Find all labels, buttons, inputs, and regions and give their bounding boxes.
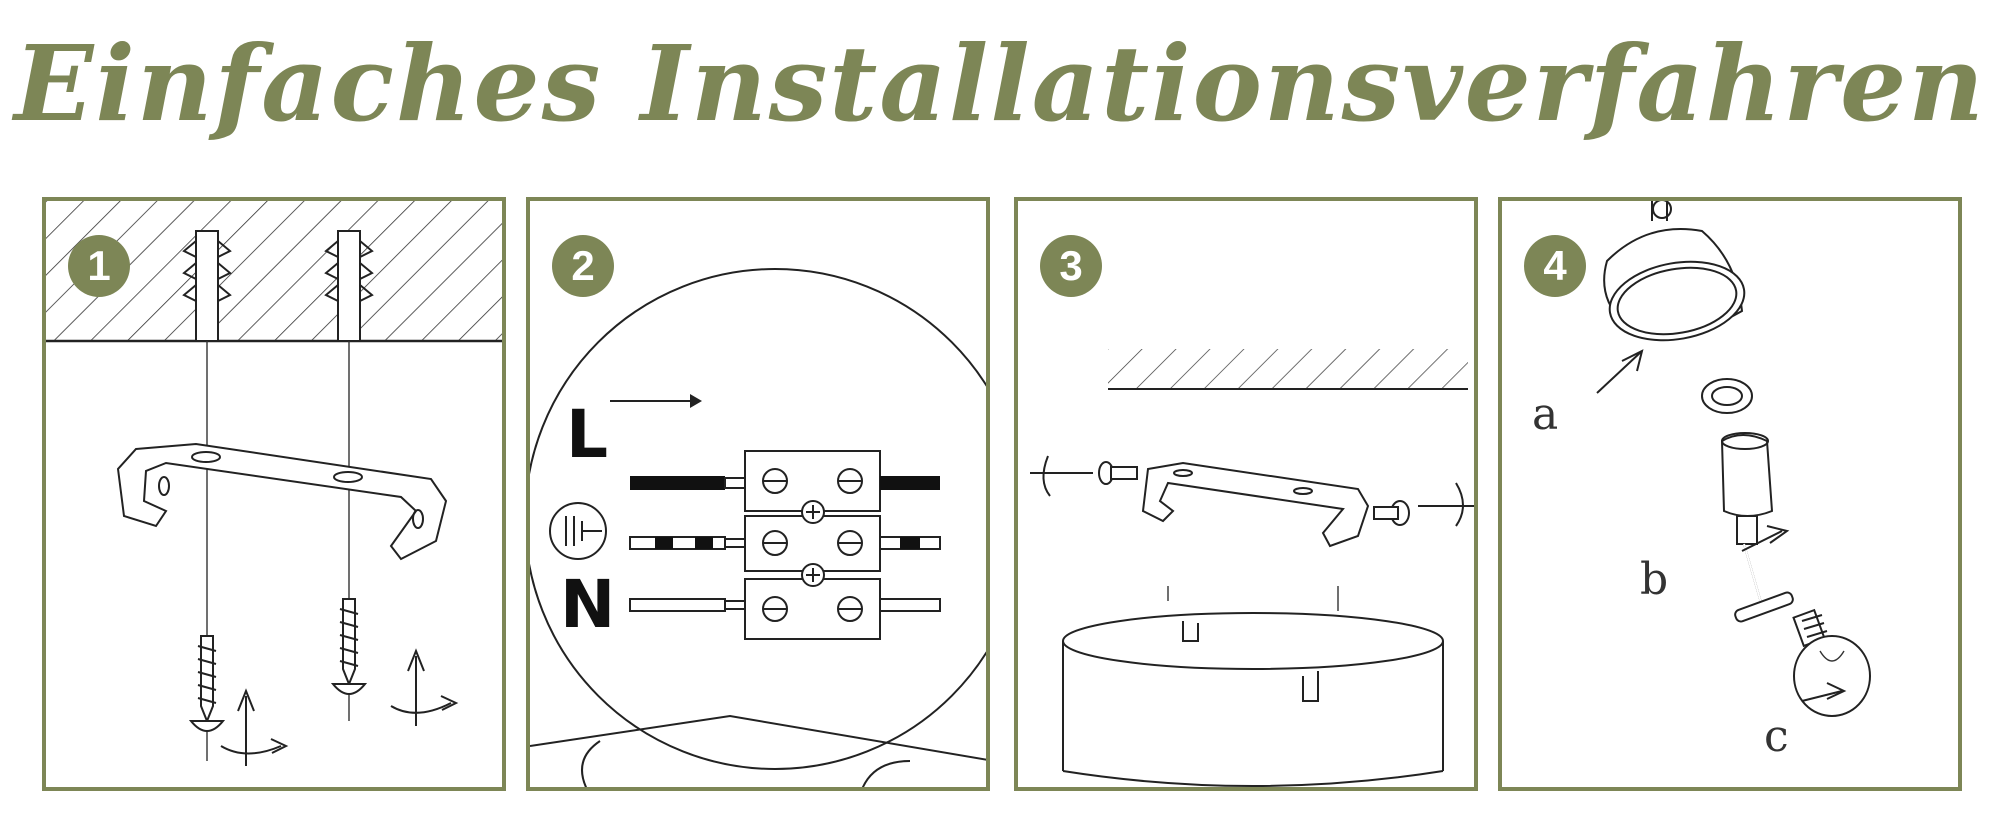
step-2-badge: 2 xyxy=(552,235,614,297)
direction-arrow xyxy=(610,394,702,408)
step-4-panel: 4 a b c xyxy=(1498,197,1962,791)
live-wire xyxy=(630,476,725,490)
screw-left xyxy=(188,635,226,732)
step-2-illustration xyxy=(530,268,986,787)
label-a: a xyxy=(1532,389,1559,440)
ceiling-hatch xyxy=(1108,349,1468,389)
magnifier-circle xyxy=(530,268,986,770)
step-1-panel: 1 xyxy=(42,197,506,791)
live-label: L xyxy=(566,396,609,473)
label-c: c xyxy=(1764,711,1789,762)
wall-plug-left xyxy=(182,230,232,342)
rotate-arrow-right xyxy=(1418,482,1474,527)
lamp-socket xyxy=(1720,432,1794,623)
page-title: Einfaches Installationsverfahren xyxy=(14,22,1986,145)
step-3-panel: 3 xyxy=(1014,197,1478,791)
arrow-a xyxy=(1596,349,1644,394)
screw-left xyxy=(1098,461,1138,485)
step-4-illustration xyxy=(1596,201,1871,717)
neutral-label: N xyxy=(560,566,616,643)
arrow-b xyxy=(1741,525,1790,552)
step-4-badge: 4 xyxy=(1524,235,1586,297)
lamp-shade xyxy=(1603,201,1746,342)
light-bulb xyxy=(1792,608,1871,717)
arrow-c xyxy=(1801,682,1847,702)
rotate-arrow-left xyxy=(1030,455,1093,497)
screw-right xyxy=(1373,500,1410,526)
ring-nut xyxy=(1701,378,1753,414)
earth-ground-icon xyxy=(549,502,607,560)
mounting-bracket xyxy=(1141,461,1370,548)
mounting-bracket xyxy=(116,442,448,561)
step-2-panel: 2 L N xyxy=(526,197,990,791)
terminal-block xyxy=(744,450,881,640)
ceiling-canopy xyxy=(1062,612,1444,787)
label-b: b xyxy=(1640,554,1669,605)
screw-right xyxy=(330,598,368,695)
step-1-badge: 1 xyxy=(68,235,130,297)
wall-plug-right xyxy=(324,230,374,342)
step-3-badge: 3 xyxy=(1040,235,1102,297)
neutral-wire xyxy=(629,598,726,612)
rotate-arrow-left xyxy=(220,688,289,766)
step-3-illustration xyxy=(1030,349,1474,787)
rotate-arrow-right xyxy=(390,648,459,726)
